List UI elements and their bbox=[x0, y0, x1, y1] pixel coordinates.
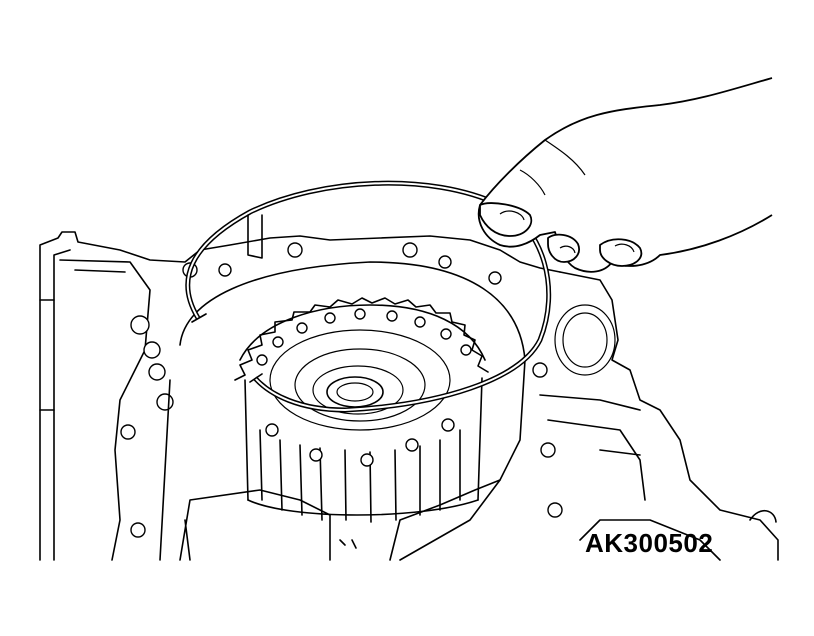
shaft bbox=[247, 214, 263, 259]
bolt-hole bbox=[148, 363, 166, 381]
bolt-hole bbox=[532, 362, 548, 378]
snap-ring bbox=[185, 180, 552, 413]
figure-code: AK300502 bbox=[585, 528, 714, 558]
bolt-hole bbox=[143, 341, 161, 359]
bolt-hole bbox=[156, 393, 174, 411]
transmission-case bbox=[39, 231, 779, 561]
clutch-drum bbox=[179, 297, 501, 561]
bolt-hole bbox=[547, 502, 563, 518]
bolt-hole bbox=[130, 522, 146, 538]
bolt-hole bbox=[438, 255, 452, 269]
bolt-hole bbox=[287, 242, 303, 258]
bolt-hole bbox=[488, 271, 502, 285]
bolt-hole bbox=[218, 263, 232, 277]
hand bbox=[477, 77, 773, 273]
bolt-hole bbox=[130, 315, 150, 335]
bolt-hole bbox=[120, 424, 136, 440]
bolt-hole bbox=[402, 242, 418, 258]
bolt-hole bbox=[540, 442, 556, 458]
